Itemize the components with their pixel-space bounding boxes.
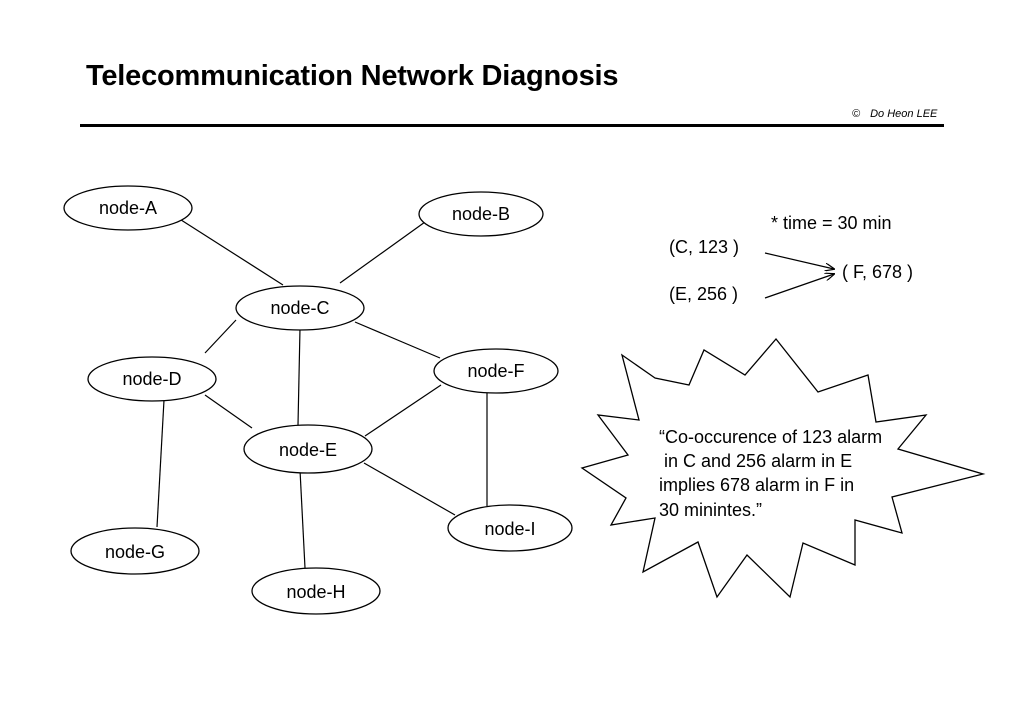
edge-c-f xyxy=(354,321,441,359)
node-e-label: node-E xyxy=(279,440,337,460)
node-d-ellipse xyxy=(87,356,217,402)
callout-starburst xyxy=(580,337,986,599)
node-d[interactable]: node-D xyxy=(87,356,217,402)
node-i-label: node-I xyxy=(484,519,535,539)
node-g-ellipse xyxy=(70,527,200,575)
node-g-label: node-G xyxy=(105,542,165,562)
network-edges xyxy=(156,217,488,569)
node-e[interactable]: node-E xyxy=(243,424,373,474)
edge-c-e xyxy=(297,327,301,426)
node-b[interactable]: node-B xyxy=(418,191,544,237)
node-b-ellipse xyxy=(418,191,544,237)
title-divider xyxy=(80,124,944,127)
node-e-ellipse xyxy=(243,424,373,474)
rule-annotation: * time = 30 min (C, 123 ) (E, 256 ) ( F,… xyxy=(669,213,913,304)
premise-c: (C, 123 ) xyxy=(669,237,739,257)
arrow-e-to-f xyxy=(764,274,834,299)
node-f-ellipse xyxy=(433,348,559,394)
arrow-c-to-f xyxy=(764,252,834,269)
callout-line-3: implies 678 alarm in F in xyxy=(659,475,854,495)
node-c-label: node-C xyxy=(270,298,329,318)
edge-a-c xyxy=(177,217,284,286)
edge-c-d xyxy=(204,319,237,354)
callout-line-1: “Co-occurence of 123 alarm xyxy=(659,427,882,447)
node-g[interactable]: node-G xyxy=(70,527,200,575)
premise-e: (E, 256 ) xyxy=(669,284,738,304)
edge-e-f xyxy=(364,384,442,437)
edge-b-c xyxy=(339,221,426,284)
node-i[interactable]: node-I xyxy=(447,504,573,552)
node-c-ellipse xyxy=(235,285,365,331)
node-a[interactable]: node-A xyxy=(63,185,193,231)
edge-d-e xyxy=(204,394,253,429)
node-h-label: node-H xyxy=(286,582,345,602)
node-a-label: node-A xyxy=(99,198,157,218)
edge-d-g xyxy=(156,399,165,528)
time-note: * time = 30 min xyxy=(771,213,892,233)
slide-title: Telecommunication Network Diagnosis xyxy=(86,60,619,92)
node-f-label: node-F xyxy=(467,361,524,381)
author-name: Do Heon LEE xyxy=(870,108,938,120)
node-h[interactable]: node-H xyxy=(251,567,381,615)
node-f[interactable]: node-F xyxy=(433,348,559,394)
edge-e-i xyxy=(363,462,456,516)
callout-line-2: in C and 256 alarm in E xyxy=(659,451,852,471)
copyright-symbol: © xyxy=(852,108,861,120)
node-b-label: node-B xyxy=(452,204,510,224)
node-a-ellipse xyxy=(63,185,193,231)
callout-line-4: 30 minintes.” xyxy=(659,500,762,520)
node-d-label: node-D xyxy=(122,369,181,389)
node-c[interactable]: node-C xyxy=(235,285,365,331)
node-i-ellipse xyxy=(447,504,573,552)
node-h-ellipse xyxy=(251,567,381,615)
explosion-callout: “Co-occurence of 123 alarm in C and 256 … xyxy=(580,337,986,599)
conclusion-f: ( F, 678 ) xyxy=(842,262,913,282)
copyright-notice: © Do Heon LEE xyxy=(852,108,937,120)
edge-e-h xyxy=(299,469,306,569)
